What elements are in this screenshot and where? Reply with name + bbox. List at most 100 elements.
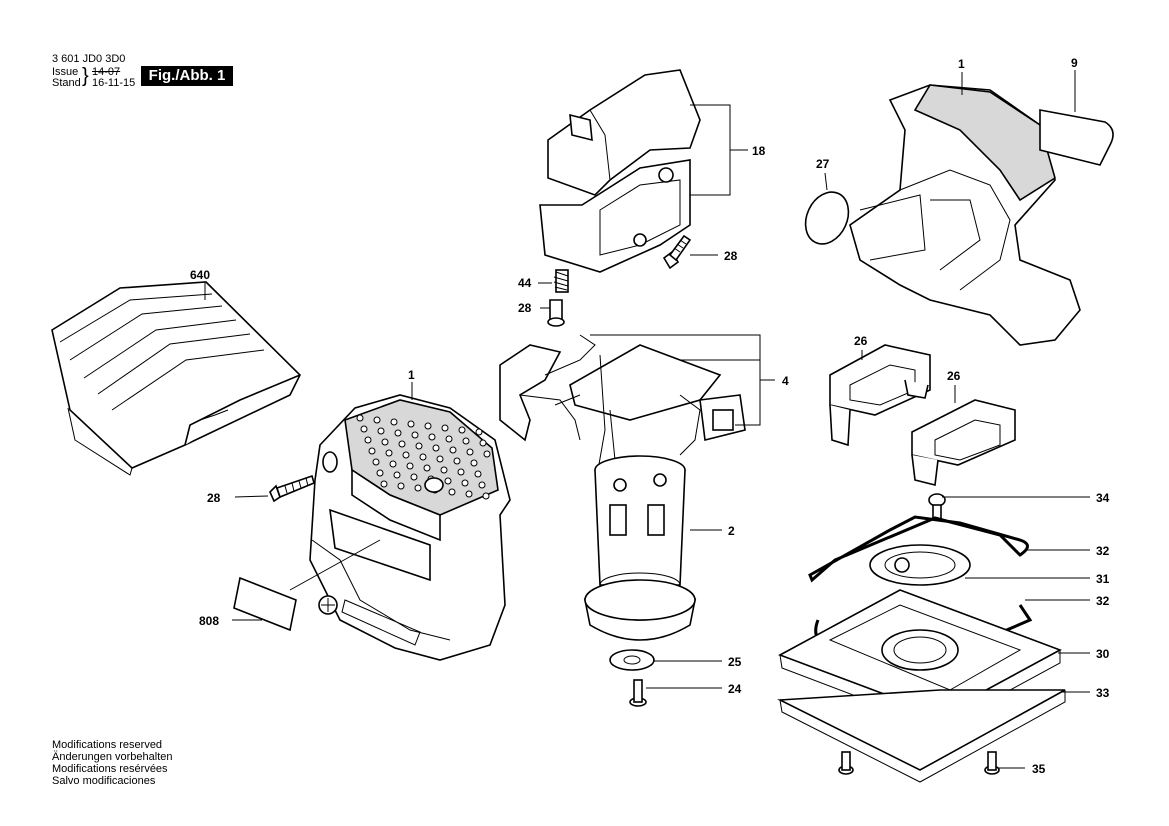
part-32-clip-upper — [808, 515, 1029, 583]
vent-hole — [381, 438, 389, 446]
vent-hole — [432, 444, 440, 452]
callout-4: 4 — [782, 374, 789, 388]
vent-hole — [402, 451, 410, 459]
part-33-sanding-pad — [776, 689, 1066, 783]
vent-hole — [376, 469, 384, 477]
vent-hole — [458, 426, 466, 434]
vent-hole — [411, 431, 419, 439]
part-35-screws — [838, 751, 1000, 775]
vent-hole — [407, 420, 415, 428]
callout-32-upper: 32 — [1096, 544, 1110, 558]
vent-hole — [423, 464, 431, 472]
callout-18: 18 — [752, 144, 766, 158]
vent-hole — [389, 460, 397, 468]
callout-24: 24 — [728, 682, 742, 696]
vent-hole — [470, 459, 478, 467]
callout-32-lower: 32 — [1096, 594, 1110, 608]
vent-hole — [373, 416, 381, 424]
vent-hole — [424, 422, 432, 430]
screw-28-left — [269, 474, 315, 503]
callout-28-left: 28 — [207, 491, 221, 505]
vent-hole — [414, 484, 422, 492]
callout-808: 808 — [199, 614, 219, 628]
vent-hole — [475, 428, 483, 436]
part-9-label — [1039, 109, 1114, 166]
part-44-spring — [553, 269, 569, 293]
vent-hole — [474, 470, 482, 478]
vent-hole — [394, 429, 402, 437]
brace-mark: } — [82, 65, 89, 87]
part-1-housing-right — [849, 84, 1081, 346]
part-808-label — [233, 576, 297, 632]
issue-label: Issue — [52, 66, 79, 78]
vent-hole — [372, 458, 380, 466]
vent-hole — [360, 425, 368, 433]
vent-hole — [462, 437, 470, 445]
callout-31: 31 — [1096, 572, 1110, 586]
vent-hole — [483, 450, 491, 458]
vent-hole — [448, 488, 456, 496]
callout-25: 25 — [728, 655, 742, 669]
vent-hole — [393, 471, 401, 479]
vent-hole — [419, 453, 427, 461]
vent-hole — [440, 466, 448, 474]
vent-hole — [453, 457, 461, 465]
document-number: 3 601 JD0 3D0 — [52, 53, 126, 65]
vent-hole — [410, 473, 418, 481]
callout-26-lower: 26 — [947, 369, 961, 383]
part-18-switch-cover — [539, 69, 701, 273]
callout-44: 44 — [518, 276, 532, 290]
vent-hole — [380, 480, 388, 488]
callout-28-upper: 28 — [724, 249, 738, 263]
part-34-screw — [928, 493, 946, 520]
part-4-electronics — [499, 334, 746, 471]
vent-hole — [445, 435, 453, 443]
callout-27: 27 — [816, 157, 830, 171]
notice-line-es: Salvo modificaciones — [52, 775, 156, 787]
vent-hole — [461, 479, 469, 487]
vent-hole — [441, 424, 449, 432]
notice-line-fr: Modifications resérvées — [52, 763, 168, 775]
part-31-plate — [869, 544, 971, 586]
vent-hole — [465, 490, 473, 498]
callout-26-upper: 26 — [854, 334, 868, 348]
vent-hole — [390, 418, 398, 426]
vent-hole — [482, 492, 490, 500]
callout-640: 640 — [190, 268, 210, 282]
vent-hole — [444, 477, 452, 485]
vent-hole — [397, 482, 405, 490]
part-640-cover — [51, 281, 301, 476]
callout-9: 9 — [1071, 56, 1078, 70]
vent-hole — [436, 455, 444, 463]
figure-label: Fig./Abb. 1 — [141, 66, 233, 86]
screw-28-upper — [662, 234, 692, 270]
leader-lines — [204, 70, 1090, 769]
vent-hole — [415, 442, 423, 450]
vent-hole — [406, 462, 414, 470]
vent-hole — [398, 440, 406, 448]
callout-35: 35 — [1032, 762, 1046, 776]
issue-date: 16-11-15 — [92, 77, 136, 89]
vent-hole — [356, 414, 364, 422]
vent-hole — [457, 468, 465, 476]
part-27-o-ring — [804, 191, 850, 245]
callout-34: 34 — [1096, 491, 1110, 505]
stand-label: Stand — [52, 77, 81, 89]
notice-line-en: Modifications reserved — [52, 739, 163, 751]
vent-hole — [479, 439, 487, 447]
part-24-screw — [629, 679, 647, 707]
part-26-clamp-upper — [829, 344, 931, 447]
callout-1-top: 1 — [958, 57, 965, 71]
vent-hole — [385, 449, 393, 457]
vent-hole — [478, 481, 486, 489]
vent-hole — [377, 427, 385, 435]
callout-28-small: 28 — [518, 301, 532, 315]
modifications-notice: Modifications reserved Änderungen vorbeh… — [52, 739, 172, 787]
vent-hole — [368, 447, 376, 455]
vent-hole — [466, 448, 474, 456]
part-25-washer — [609, 649, 655, 671]
part-1-housing-left — [309, 394, 511, 661]
callout-33: 33 — [1096, 686, 1110, 700]
vent-hole — [449, 446, 457, 454]
